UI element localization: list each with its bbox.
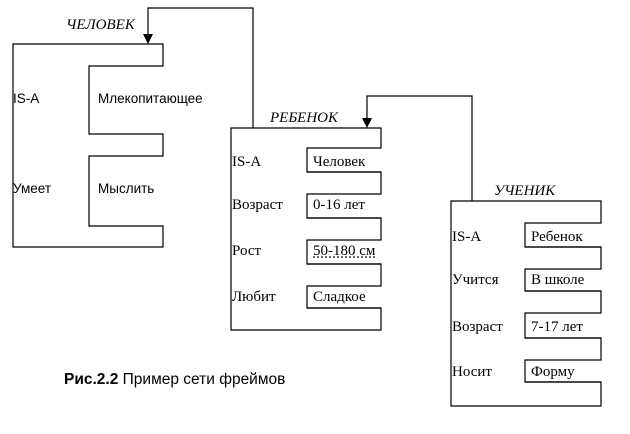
frame-uchenik-slot-value: В школе bbox=[531, 272, 585, 288]
figure-caption-number: Рис.2.2 bbox=[64, 371, 119, 388]
frame-rebenok-value-cells bbox=[307, 171, 381, 309]
frame-uchenik-value-cells bbox=[525, 246, 601, 383]
frame-uchenik-slot-value: Форму bbox=[531, 364, 575, 380]
frame-uchenik-slot-name: IS-A bbox=[452, 229, 482, 245]
frame-rebenok-slot-name: Рост bbox=[232, 243, 262, 259]
frame-uchenik-slot-name: Учится bbox=[452, 272, 499, 288]
frame-chelovek-slot-value: Мыслить bbox=[98, 181, 155, 196]
frame-chelovek-outline bbox=[12, 43, 164, 248]
figure-caption-text: Пример сети фреймов bbox=[118, 371, 286, 388]
frame-chelovek-slot-name: IS-A bbox=[13, 91, 40, 106]
figure-caption: Рис.2.2 Пример сети фреймов bbox=[64, 372, 285, 388]
frame-rebenok-slot-name: IS-A bbox=[232, 154, 262, 170]
connector-uchenik-to-rebenok bbox=[366, 95, 473, 201]
frame-rebenok-slot-name: Возраст bbox=[232, 197, 283, 213]
frame-uchenik-slot-name: Носит bbox=[452, 364, 492, 380]
frame-chelovek-slot-name: Умеет bbox=[13, 181, 52, 196]
frame-rebenok-slot-value: Сладкое bbox=[313, 289, 366, 305]
frame-rebenok-slot-name: Любит bbox=[232, 289, 276, 305]
frame-uchenik-slot-value: Ребенок bbox=[531, 229, 583, 245]
arrowhead-to-rebenok bbox=[362, 118, 372, 128]
arrowhead-to-chelovek bbox=[143, 34, 153, 44]
frame-chelovek-title: ЧЕЛОВЕК bbox=[66, 17, 135, 33]
frame-uchenik-slot-value: 7-17 лет bbox=[531, 319, 583, 335]
frame-uchenik-title: УЧЕНИК bbox=[494, 183, 556, 199]
frame-rebenok-slot-value: 0-16 лет bbox=[313, 197, 365, 213]
frame-chelovek-slot-value: Млекопитающее bbox=[98, 91, 203, 106]
frame-rebenok-slot-value: Человек bbox=[313, 154, 366, 170]
connector-rebenok-to-chelovek bbox=[147, 7, 254, 128]
frame-rebenok-title: РЕБЕНОК bbox=[270, 110, 338, 126]
frame-rebenok-slot-value: 50-180 см bbox=[313, 243, 376, 259]
frame-uchenik-slot-name: Возраст bbox=[452, 319, 503, 335]
